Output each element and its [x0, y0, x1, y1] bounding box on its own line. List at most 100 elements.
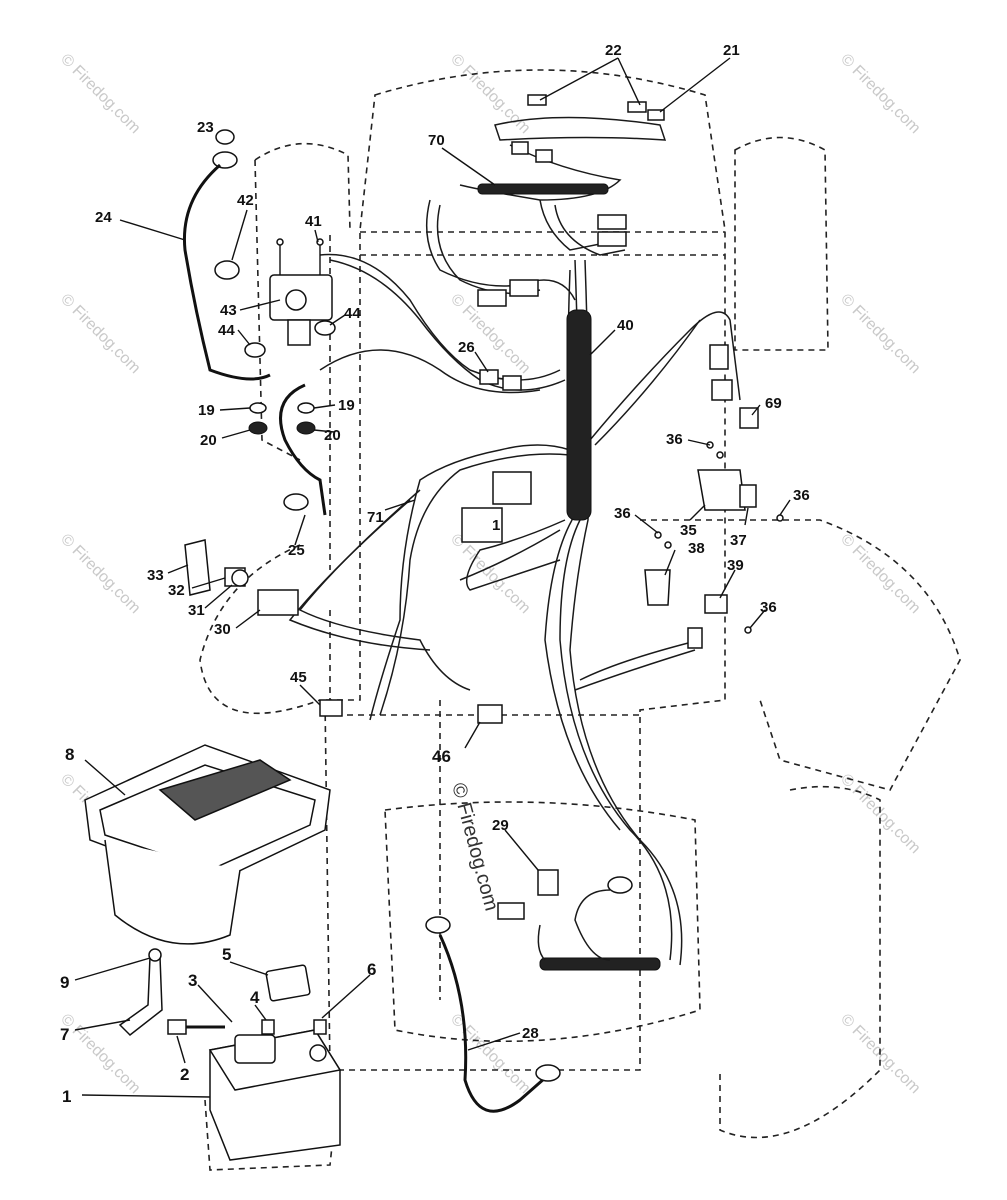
connector-block	[492, 471, 532, 505]
connector	[509, 279, 539, 297]
connector	[709, 344, 729, 370]
connector-21	[647, 109, 665, 121]
battery-terminal	[309, 1044, 327, 1062]
callout-25: 25	[288, 542, 305, 559]
callout-29: 29	[492, 817, 509, 834]
callout-42: 42	[237, 192, 254, 209]
callout-39: 39	[727, 557, 744, 574]
watermark: © Firedog.com	[447, 531, 533, 617]
callout-7: 7	[60, 1025, 69, 1044]
battery-cables	[182, 129, 633, 1113]
watermark: © Firedog.com	[447, 1011, 533, 1097]
connector	[687, 627, 703, 649]
callout-30: 30	[214, 621, 231, 638]
callout-24: 24	[95, 209, 112, 226]
part-29	[537, 869, 559, 896]
callout-40: 40	[617, 317, 634, 334]
callout-32: 32	[168, 582, 185, 599]
watermark: © Firedog.com	[447, 51, 533, 137]
ignition-switch-30	[257, 589, 299, 616]
harness-sleeve-40	[566, 309, 592, 521]
terminal-23	[215, 129, 235, 145]
callout-36: 36	[614, 505, 631, 522]
cable-terminal-28a	[425, 916, 451, 934]
callout-2: 2	[180, 1065, 189, 1084]
connector-46	[477, 704, 503, 724]
washer-19a	[249, 402, 267, 414]
callout-44: 44	[344, 305, 361, 322]
solenoid-assembly	[214, 238, 336, 435]
callout-69: 69	[765, 395, 782, 412]
watermark-center: © Firedog.com	[447, 781, 502, 914]
callout-21: 21	[723, 42, 740, 59]
cable-terminal-24	[212, 151, 238, 169]
connector	[535, 149, 553, 163]
callout-36: 36	[793, 487, 810, 504]
callout-46: 46	[432, 747, 451, 766]
callout-36: 36	[760, 599, 777, 616]
watermark: © Firedog.com	[837, 291, 923, 377]
callout-38: 38	[688, 540, 705, 557]
terminal-cover-5	[265, 964, 311, 1002]
cable-terminal-25	[283, 493, 309, 511]
bolt-2	[167, 1019, 187, 1035]
callout-33: 33	[147, 567, 164, 584]
callout-26: 26	[458, 339, 475, 356]
callout-28: 28	[522, 1025, 539, 1042]
connectors: 1	[319, 94, 759, 920]
watermark: © Firedog.com	[57, 51, 143, 137]
connector-26a	[479, 369, 499, 385]
leader-lines	[74, 57, 791, 1098]
callout-41: 41	[305, 213, 322, 230]
connector-26b	[502, 375, 522, 391]
cable-terminal-28b	[535, 1064, 561, 1082]
callout-20: 20	[200, 432, 217, 449]
connector-block-label: 1	[492, 517, 500, 534]
callout-36: 36	[666, 431, 683, 448]
bracket-35	[697, 469, 746, 511]
connector	[597, 214, 627, 230]
watermark: © Firedog.com	[57, 531, 143, 617]
switch-bezel-33	[184, 539, 211, 596]
switch-37	[739, 484, 757, 508]
callout-31: 31	[188, 602, 205, 619]
nut-20a	[248, 421, 268, 435]
callout-9: 9	[60, 973, 69, 992]
callout-8: 8	[65, 745, 74, 764]
nut-4	[261, 1019, 275, 1035]
callout-3: 3	[188, 971, 197, 990]
battery-area	[84, 744, 559, 1161]
callout-19: 19	[198, 402, 215, 419]
connector-22a	[527, 94, 547, 106]
callout-6: 6	[367, 960, 376, 979]
washer-19b	[297, 402, 315, 414]
watermark: © Firedog.com	[57, 291, 143, 377]
connector-29b	[497, 902, 525, 920]
connector-45	[319, 699, 343, 717]
connector-22b	[627, 101, 647, 113]
cable-terminal	[607, 876, 633, 894]
switch-key-31	[231, 569, 249, 587]
solenoid-body	[287, 319, 311, 346]
wiring-harness	[288, 116, 741, 966]
connector	[597, 231, 627, 247]
vent-fitting-9	[148, 948, 162, 962]
switch-39	[704, 594, 728, 614]
callout-43: 43	[220, 302, 237, 319]
callout-1: 1	[62, 1087, 71, 1106]
part-42	[214, 260, 240, 280]
connector	[711, 379, 733, 401]
callout-44: 44	[218, 322, 235, 339]
callout-71: 71	[367, 509, 384, 526]
watermark: © Firedog.com	[837, 51, 923, 137]
ignition-switch	[184, 539, 299, 616]
callout-labels: 22 21 23 70 42 24 41 43 44 44 40 26 19 1…	[60, 42, 810, 1106]
harness-sleeve-70	[477, 183, 609, 195]
battery-terminal-cover	[234, 1034, 276, 1064]
harness-sleeves	[477, 183, 661, 971]
callout-4: 4	[250, 988, 260, 1007]
connector	[477, 289, 507, 307]
callout-45: 45	[290, 669, 307, 686]
